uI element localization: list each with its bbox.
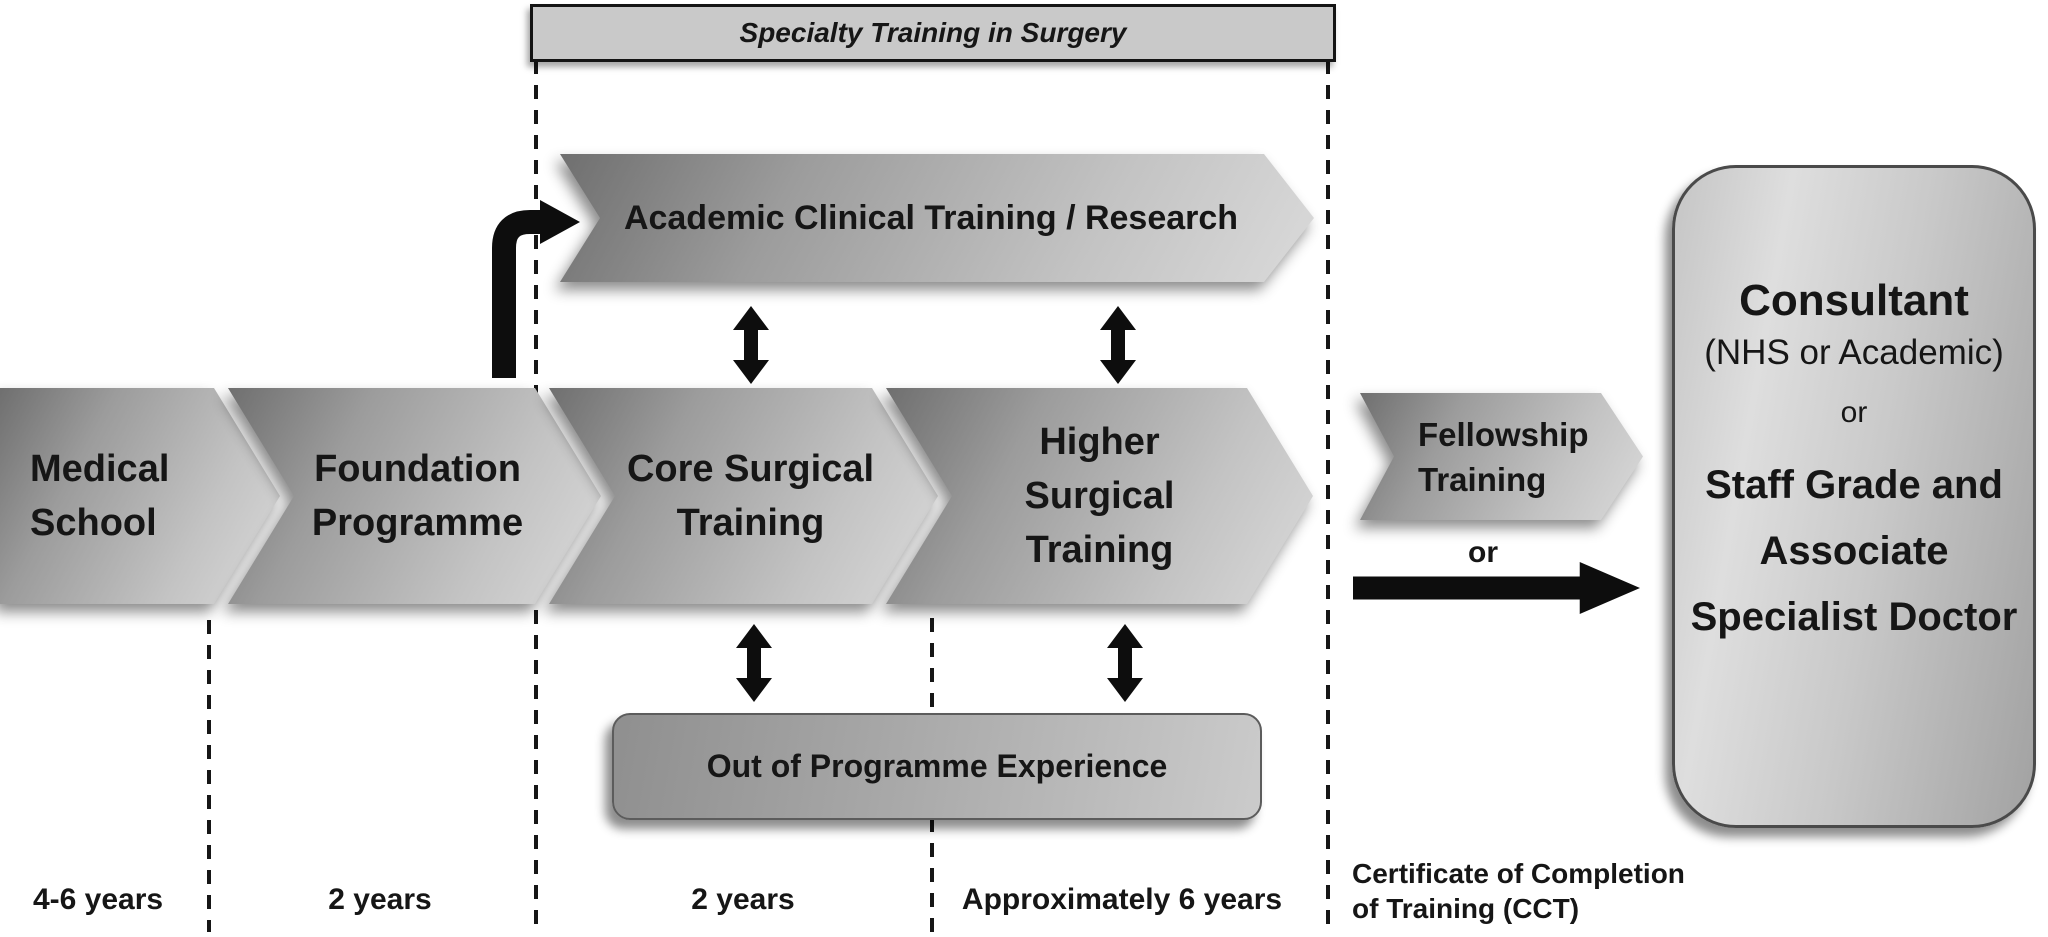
foundation-programme-arrow: Foundation Programme xyxy=(228,388,601,604)
outcome-subtitle: (NHS or Academic) xyxy=(1704,333,2004,372)
outcome-alternative: Staff Grade and Associate Specialist Doc… xyxy=(1690,463,2018,639)
double-arrow-icon xyxy=(1100,306,1136,384)
stage-divider-line-1 xyxy=(207,620,211,932)
higher-surgical-training-arrow: Higher Surgical Training xyxy=(886,388,1313,604)
duration-higher-surgical: Approximately 6 years xyxy=(961,883,1283,916)
fellowship-or-label: or xyxy=(1468,536,1498,569)
chevron-shape xyxy=(0,388,280,604)
elbow-arrow-icon xyxy=(492,200,580,378)
duration-foundation: 2 years xyxy=(328,883,432,916)
double-arrow-icon xyxy=(736,624,772,702)
specialty-training-header: Specialty Training in Surgery xyxy=(530,4,1336,62)
higher-surgical-training-label: Higher Surgical Training xyxy=(1024,421,1175,571)
specialty-bracket-right-line xyxy=(1326,60,1330,932)
medical-school-label: Medical School xyxy=(30,448,170,544)
academic-clinical-training-label: Academic Clinical Training / Research xyxy=(623,199,1239,237)
core-surgical-training-arrow: Core Surgical Training xyxy=(549,388,938,604)
chevron-shape xyxy=(560,154,1314,282)
chevron-shape xyxy=(886,388,1313,604)
double-arrow-icon xyxy=(733,306,769,384)
academic-clinical-training-arrow: Academic Clinical Training / Research xyxy=(560,154,1314,282)
outcome-or-label: or xyxy=(1840,396,1868,429)
out-of-programme-box: Out of Programme Experience xyxy=(612,713,1262,820)
duration-medical-school: 4-6 years xyxy=(32,883,164,916)
fellowship-training-label: Fellowship Training xyxy=(1418,415,1589,498)
out-of-programme-label: Out of Programme Experience xyxy=(706,748,1168,784)
duration-core-surgical: 2 years xyxy=(691,883,795,916)
fellowship-training-arrow: Fellowship Training xyxy=(1360,393,1643,520)
chevron-shape xyxy=(1360,393,1643,520)
specialty-training-title: Specialty Training in Surgery xyxy=(739,17,1127,48)
outcome-title: Consultant xyxy=(1739,276,1969,325)
double-arrow-icon xyxy=(1107,624,1143,702)
consultant-outcome-box: Consultant (NHS or Academic) or Staff Gr… xyxy=(1672,165,2036,828)
foundation-programme-label: Foundation Programme xyxy=(311,448,524,544)
medical-school-arrow: Medical School xyxy=(0,388,280,604)
core-surgical-training-label: Core Surgical Training xyxy=(626,448,875,544)
cct-milestone-label: Certificate of Completion of Training (C… xyxy=(1352,858,1685,924)
